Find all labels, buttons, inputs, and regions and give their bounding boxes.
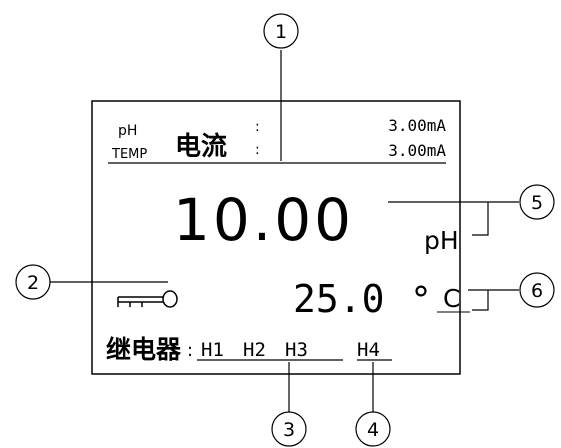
svg-text:5: 5 [531, 192, 543, 214]
svg-text:2: 2 [27, 272, 39, 294]
label-ph-small: pH [118, 123, 137, 139]
relay-colon: : [187, 340, 193, 361]
relay-h2: H2 [243, 339, 266, 361]
temp-degree: ° [412, 280, 430, 321]
lcd-frame [91, 100, 461, 375]
leader-6-bracket [472, 290, 489, 311]
relay-h4: H4 [357, 339, 380, 361]
key-icon [117, 290, 178, 308]
callout-5: 5 [519, 184, 555, 220]
current-value-top: 3.00mA [388, 116, 446, 135]
svg-text:3: 3 [283, 419, 295, 441]
relay-label: 继电器 [106, 335, 182, 364]
temp-unit: C [443, 284, 460, 313]
temp-value: 25.0 [293, 277, 385, 321]
callout-4: 4 [355, 411, 391, 447]
relay-h1: H1 [201, 339, 224, 361]
label-temp-small: TEMP [111, 147, 147, 162]
callout-3: 3 [271, 411, 307, 447]
svg-text:4: 4 [367, 419, 379, 441]
main-value: 10.00 [173, 186, 354, 254]
svg-text:1: 1 [275, 21, 287, 43]
main-unit: pH [424, 226, 459, 255]
callout-6: 6 [519, 272, 555, 308]
relay-h3: H3 [285, 339, 308, 361]
current-value-bottom: 3.00mA [388, 141, 446, 160]
colon-top: : [255, 119, 260, 135]
label-current: 电流 [175, 132, 227, 162]
callout-1: 1 [263, 13, 299, 49]
leader-5-bracket [472, 202, 489, 236]
colon-bottom: : [255, 142, 260, 158]
svg-text:6: 6 [531, 280, 543, 302]
callout-2: 2 [15, 264, 51, 300]
